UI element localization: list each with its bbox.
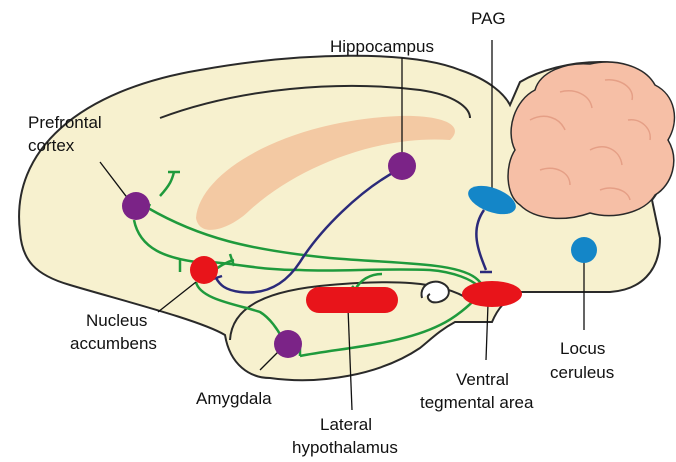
lateral-hypothalamus-node [306, 287, 398, 313]
label-locus-ceruleus-line1: Locus [560, 339, 605, 358]
label-pag: PAG [471, 9, 506, 28]
label-amygdala: Amygdala [196, 389, 272, 408]
label-prefrontal-cortex-line2: cortex [28, 136, 75, 155]
hippocampus-node [388, 152, 416, 180]
label-lateral-hypothalamus-line2: hypothalamus [292, 438, 398, 457]
label-vta-line1: Ventral [456, 370, 509, 389]
amygdala-node [274, 330, 302, 358]
locus-ceruleus-node [571, 237, 597, 263]
label-vta-line2: tegmental area [420, 393, 534, 412]
vta-node [462, 281, 522, 307]
label-hippocampus: Hippocampus [330, 37, 434, 56]
nucleus-accumbens-node [190, 256, 218, 284]
label-locus-ceruleus-line2: ceruleus [550, 363, 614, 382]
label-nucleus-accumbens-line1: Nucleus [86, 311, 147, 330]
prefrontal-cortex-node [122, 192, 150, 220]
label-prefrontal-cortex-line1: Prefrontal [28, 113, 102, 132]
label-lateral-hypothalamus-line1: Lateral [320, 415, 372, 434]
label-nucleus-accumbens-line2: accumbens [70, 334, 157, 353]
